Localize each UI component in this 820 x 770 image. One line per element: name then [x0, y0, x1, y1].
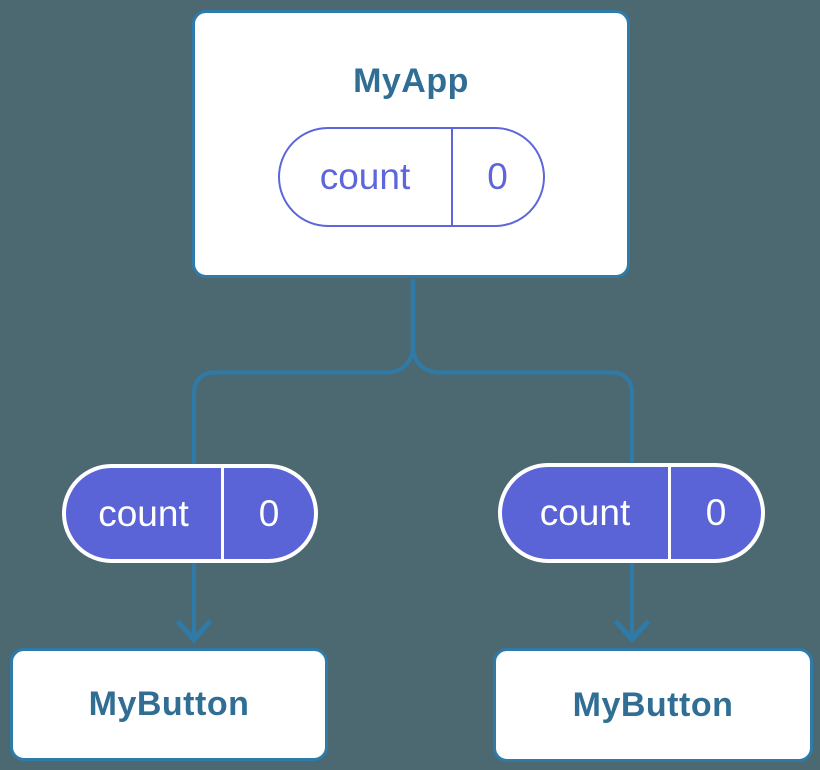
component-card-myapp: MyApp count 0 [192, 10, 630, 278]
component-title: MyApp [353, 61, 469, 100]
component-title: MyButton [572, 685, 734, 724]
prop-value: 0 [221, 468, 314, 559]
connector-branch-right [411, 345, 634, 636]
arrow-down-left-icon [175, 619, 213, 644]
connector-branch-left [192, 345, 415, 636]
component-card-mybutton-left: MyButton [10, 648, 328, 761]
prop-pill-right: count 0 [498, 463, 765, 563]
prop-pill-left: count 0 [62, 464, 318, 563]
state-value: 0 [450, 129, 543, 226]
prop-name: count [98, 492, 189, 534]
arrow-down-right-icon [613, 619, 651, 644]
prop-value: 0 [668, 467, 761, 559]
prop-name: count [539, 492, 631, 533]
state-name: count [319, 156, 411, 198]
component-title: MyButton [88, 685, 250, 724]
component-card-mybutton-right: MyButton [493, 648, 813, 762]
state-pill: count 0 [277, 127, 545, 228]
